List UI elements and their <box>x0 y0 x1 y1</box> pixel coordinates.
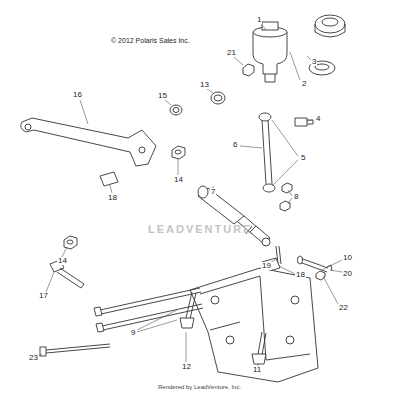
callout-number: 23 <box>28 354 39 362</box>
copyright-note: © 2012 Polaris Sales Inc. <box>111 37 190 44</box>
callout-number: 4 <box>315 115 321 123</box>
watermark: LEADVENTURE <box>148 224 253 235</box>
callout-number: 3 <box>311 58 317 66</box>
callout-number: 7 <box>210 188 216 196</box>
callout-number: 10 <box>342 254 353 262</box>
callout-number: 22 <box>338 304 349 312</box>
callout-number: 15 <box>157 92 168 100</box>
callout-number: 18 <box>295 271 306 279</box>
callout-number: 6 <box>232 141 238 149</box>
callout-number: 9 <box>130 329 136 337</box>
callout-number: 1 <box>256 16 262 24</box>
callout-number: 5 <box>300 154 306 162</box>
callout-number: 20 <box>342 270 353 278</box>
callout-number: 19 <box>261 262 272 270</box>
callout-number: 14 <box>57 257 68 265</box>
callout-number: 14 <box>173 176 184 184</box>
render-credit: Rendered by LeadVenture, Inc. <box>158 384 241 390</box>
callout-number: 21 <box>226 49 237 57</box>
callout-number: 18 <box>107 194 118 202</box>
callout-number: 12 <box>181 363 192 371</box>
callout-number: 8 <box>293 193 299 201</box>
callout-number: 11 <box>252 366 262 374</box>
callout-number: 13 <box>199 81 210 89</box>
callout-number: 2 <box>301 80 307 88</box>
callout-number: 16 <box>72 91 83 99</box>
callout-number: 17 <box>38 292 49 300</box>
